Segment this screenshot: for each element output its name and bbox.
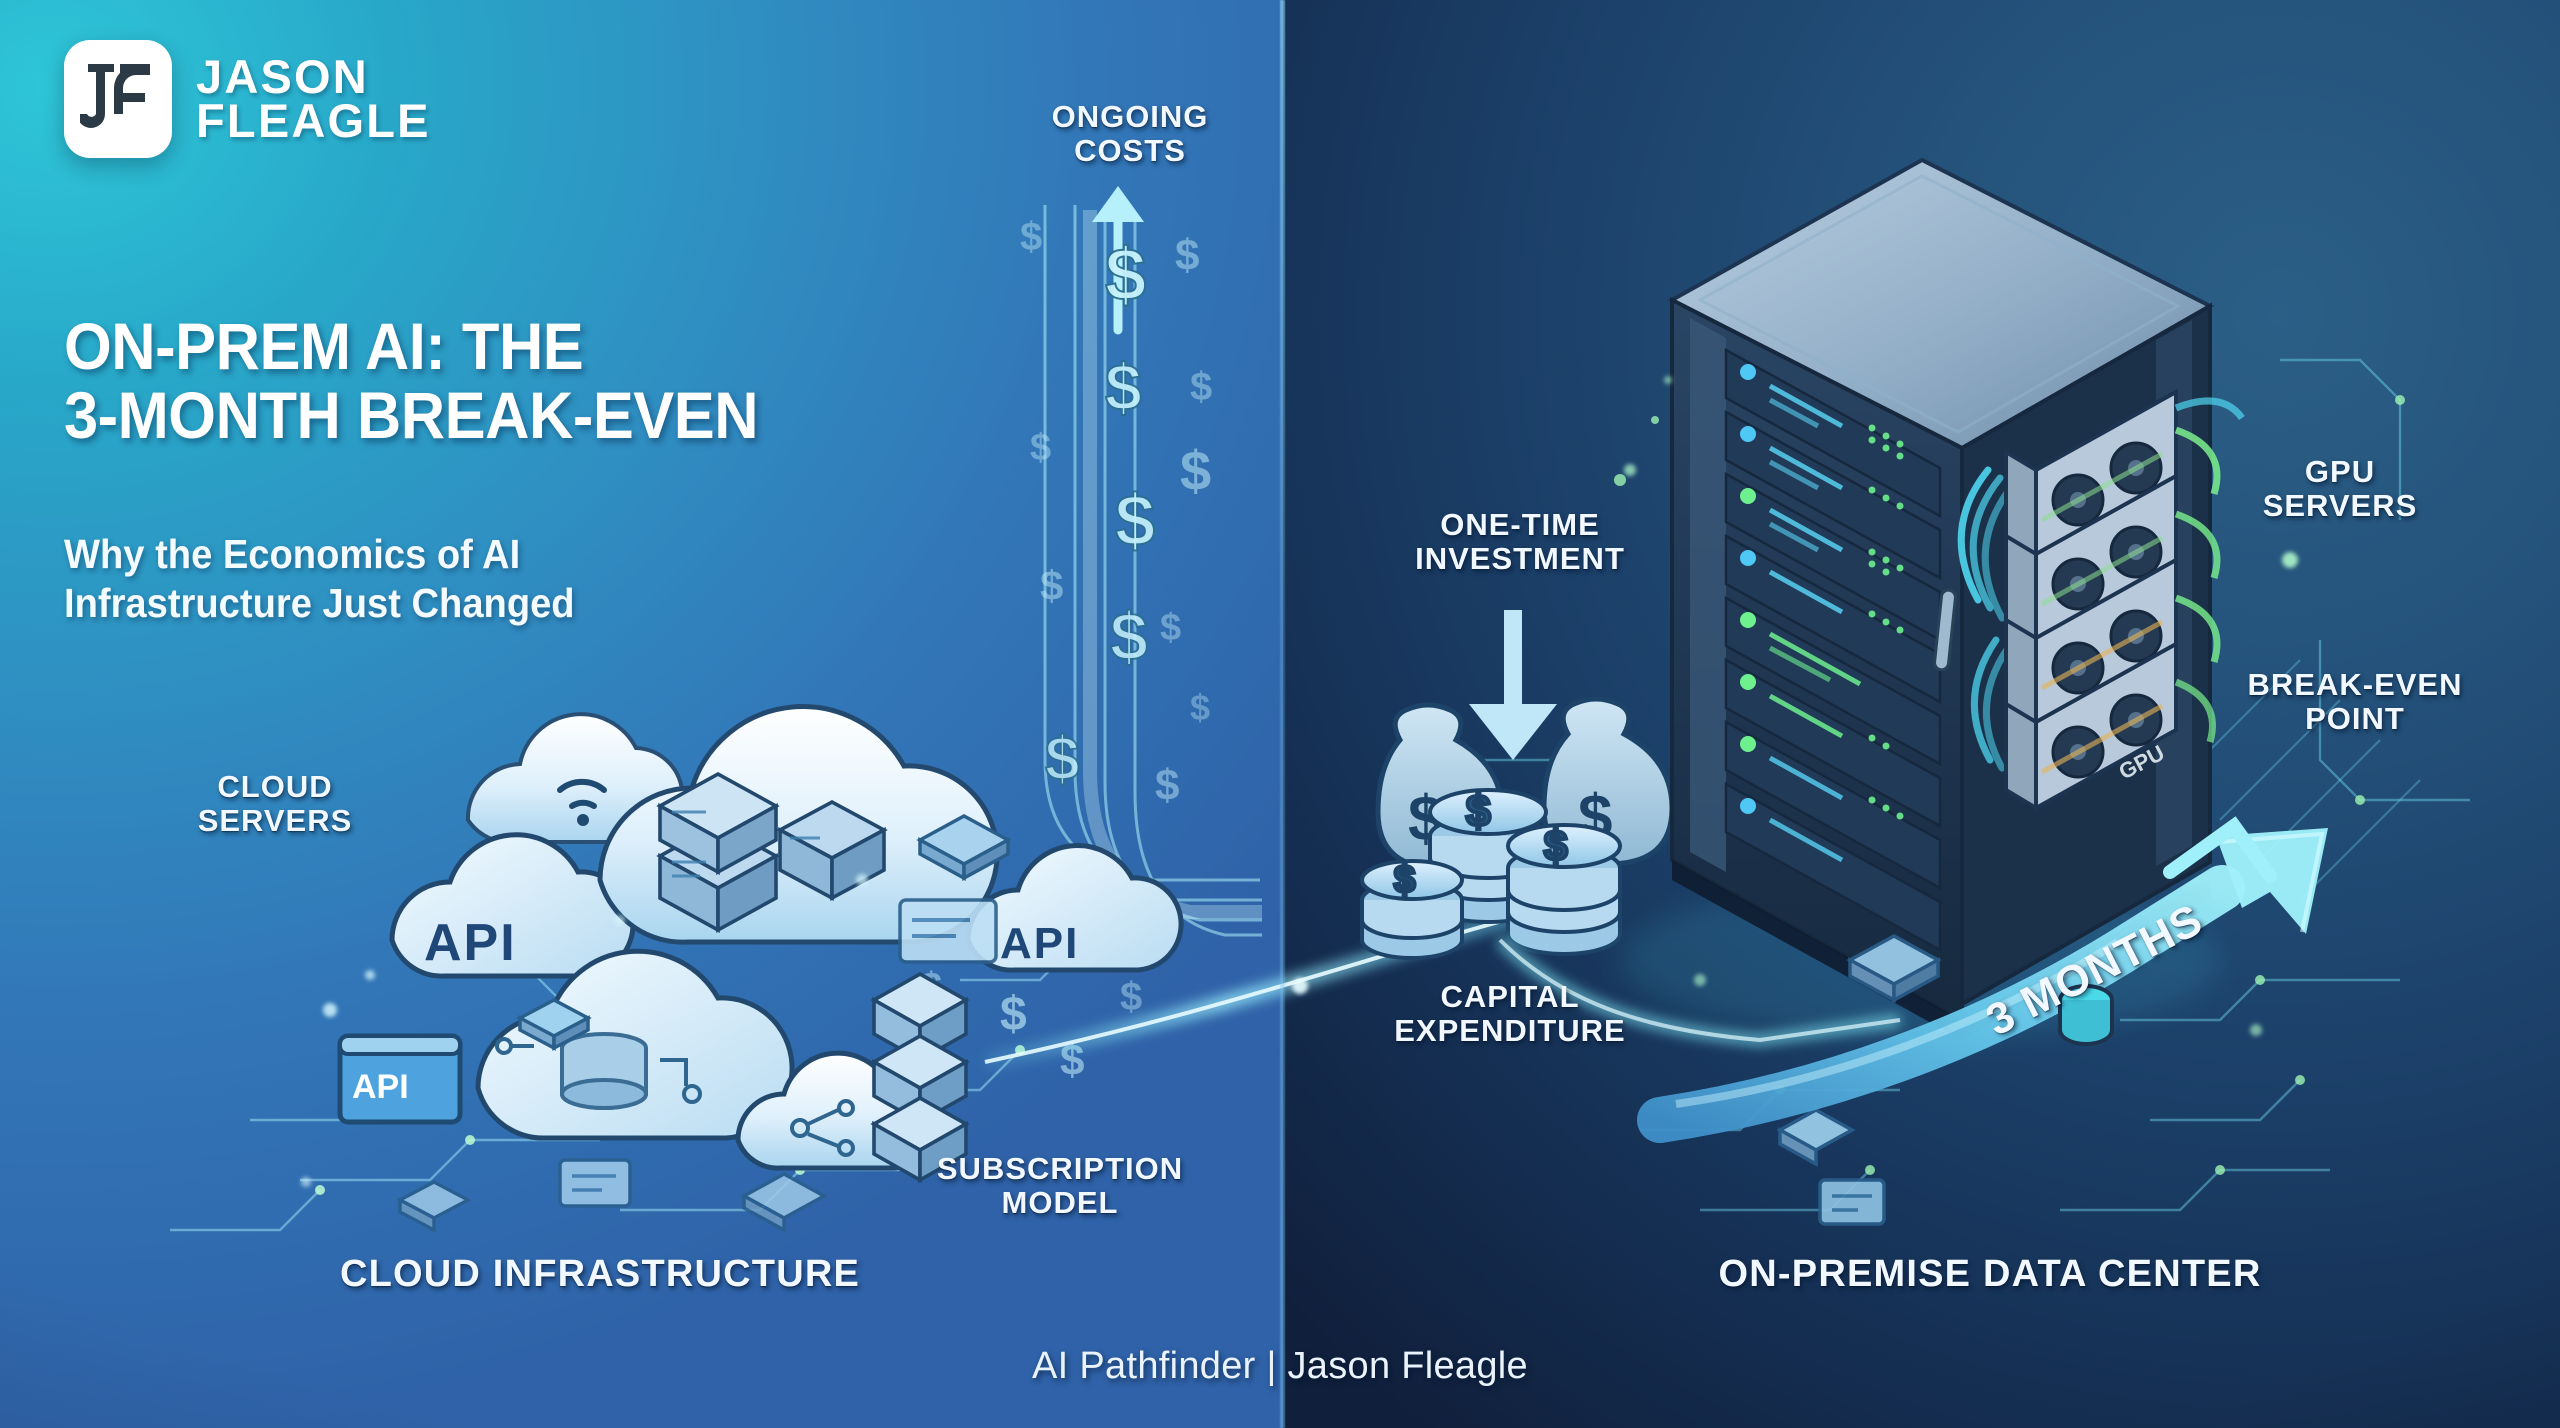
caption-cloud-infrastructure: CLOUD INFRASTRUCTURE	[339, 1253, 861, 1295]
brand-name-line2: FLEAGLE	[196, 94, 431, 147]
label-cloud-servers: CLOUD SERVERS	[197, 769, 353, 839]
page-title: ON-PREM AI: THE 3-MONTH BREAK-EVEN	[64, 309, 759, 452]
brand-logo[interactable]: JASON FLEAGLE	[64, 40, 431, 158]
page-subtitle: Why the Economics of AI Infrastructure J…	[64, 531, 575, 627]
label-break-even-point: BREAK-EVEN POINT	[2247, 667, 2463, 737]
label-ongoing-costs: ONGOING COSTS	[1051, 99, 1209, 169]
footer-attribution: AI Pathfinder | Jason Fleagle	[1032, 1345, 1528, 1387]
label-gpu-servers: GPU SERVERS	[2262, 454, 2418, 524]
label-subscription-model: SUBSCRIPTION MODEL	[936, 1151, 1184, 1221]
panel-divider	[1280, 0, 1285, 1428]
label-capital-expenditure: CAPITAL EXPENDITURE	[1394, 979, 1626, 1049]
label-one-time-investment: ONE-TIME INVESTMENT	[1415, 507, 1625, 577]
jf-monogram-logo-icon	[64, 40, 172, 158]
caption-on-premise-data-center: ON-PREMISE DATA CENTER	[1718, 1253, 2262, 1295]
brand-name-line1: JASON	[196, 49, 369, 103]
